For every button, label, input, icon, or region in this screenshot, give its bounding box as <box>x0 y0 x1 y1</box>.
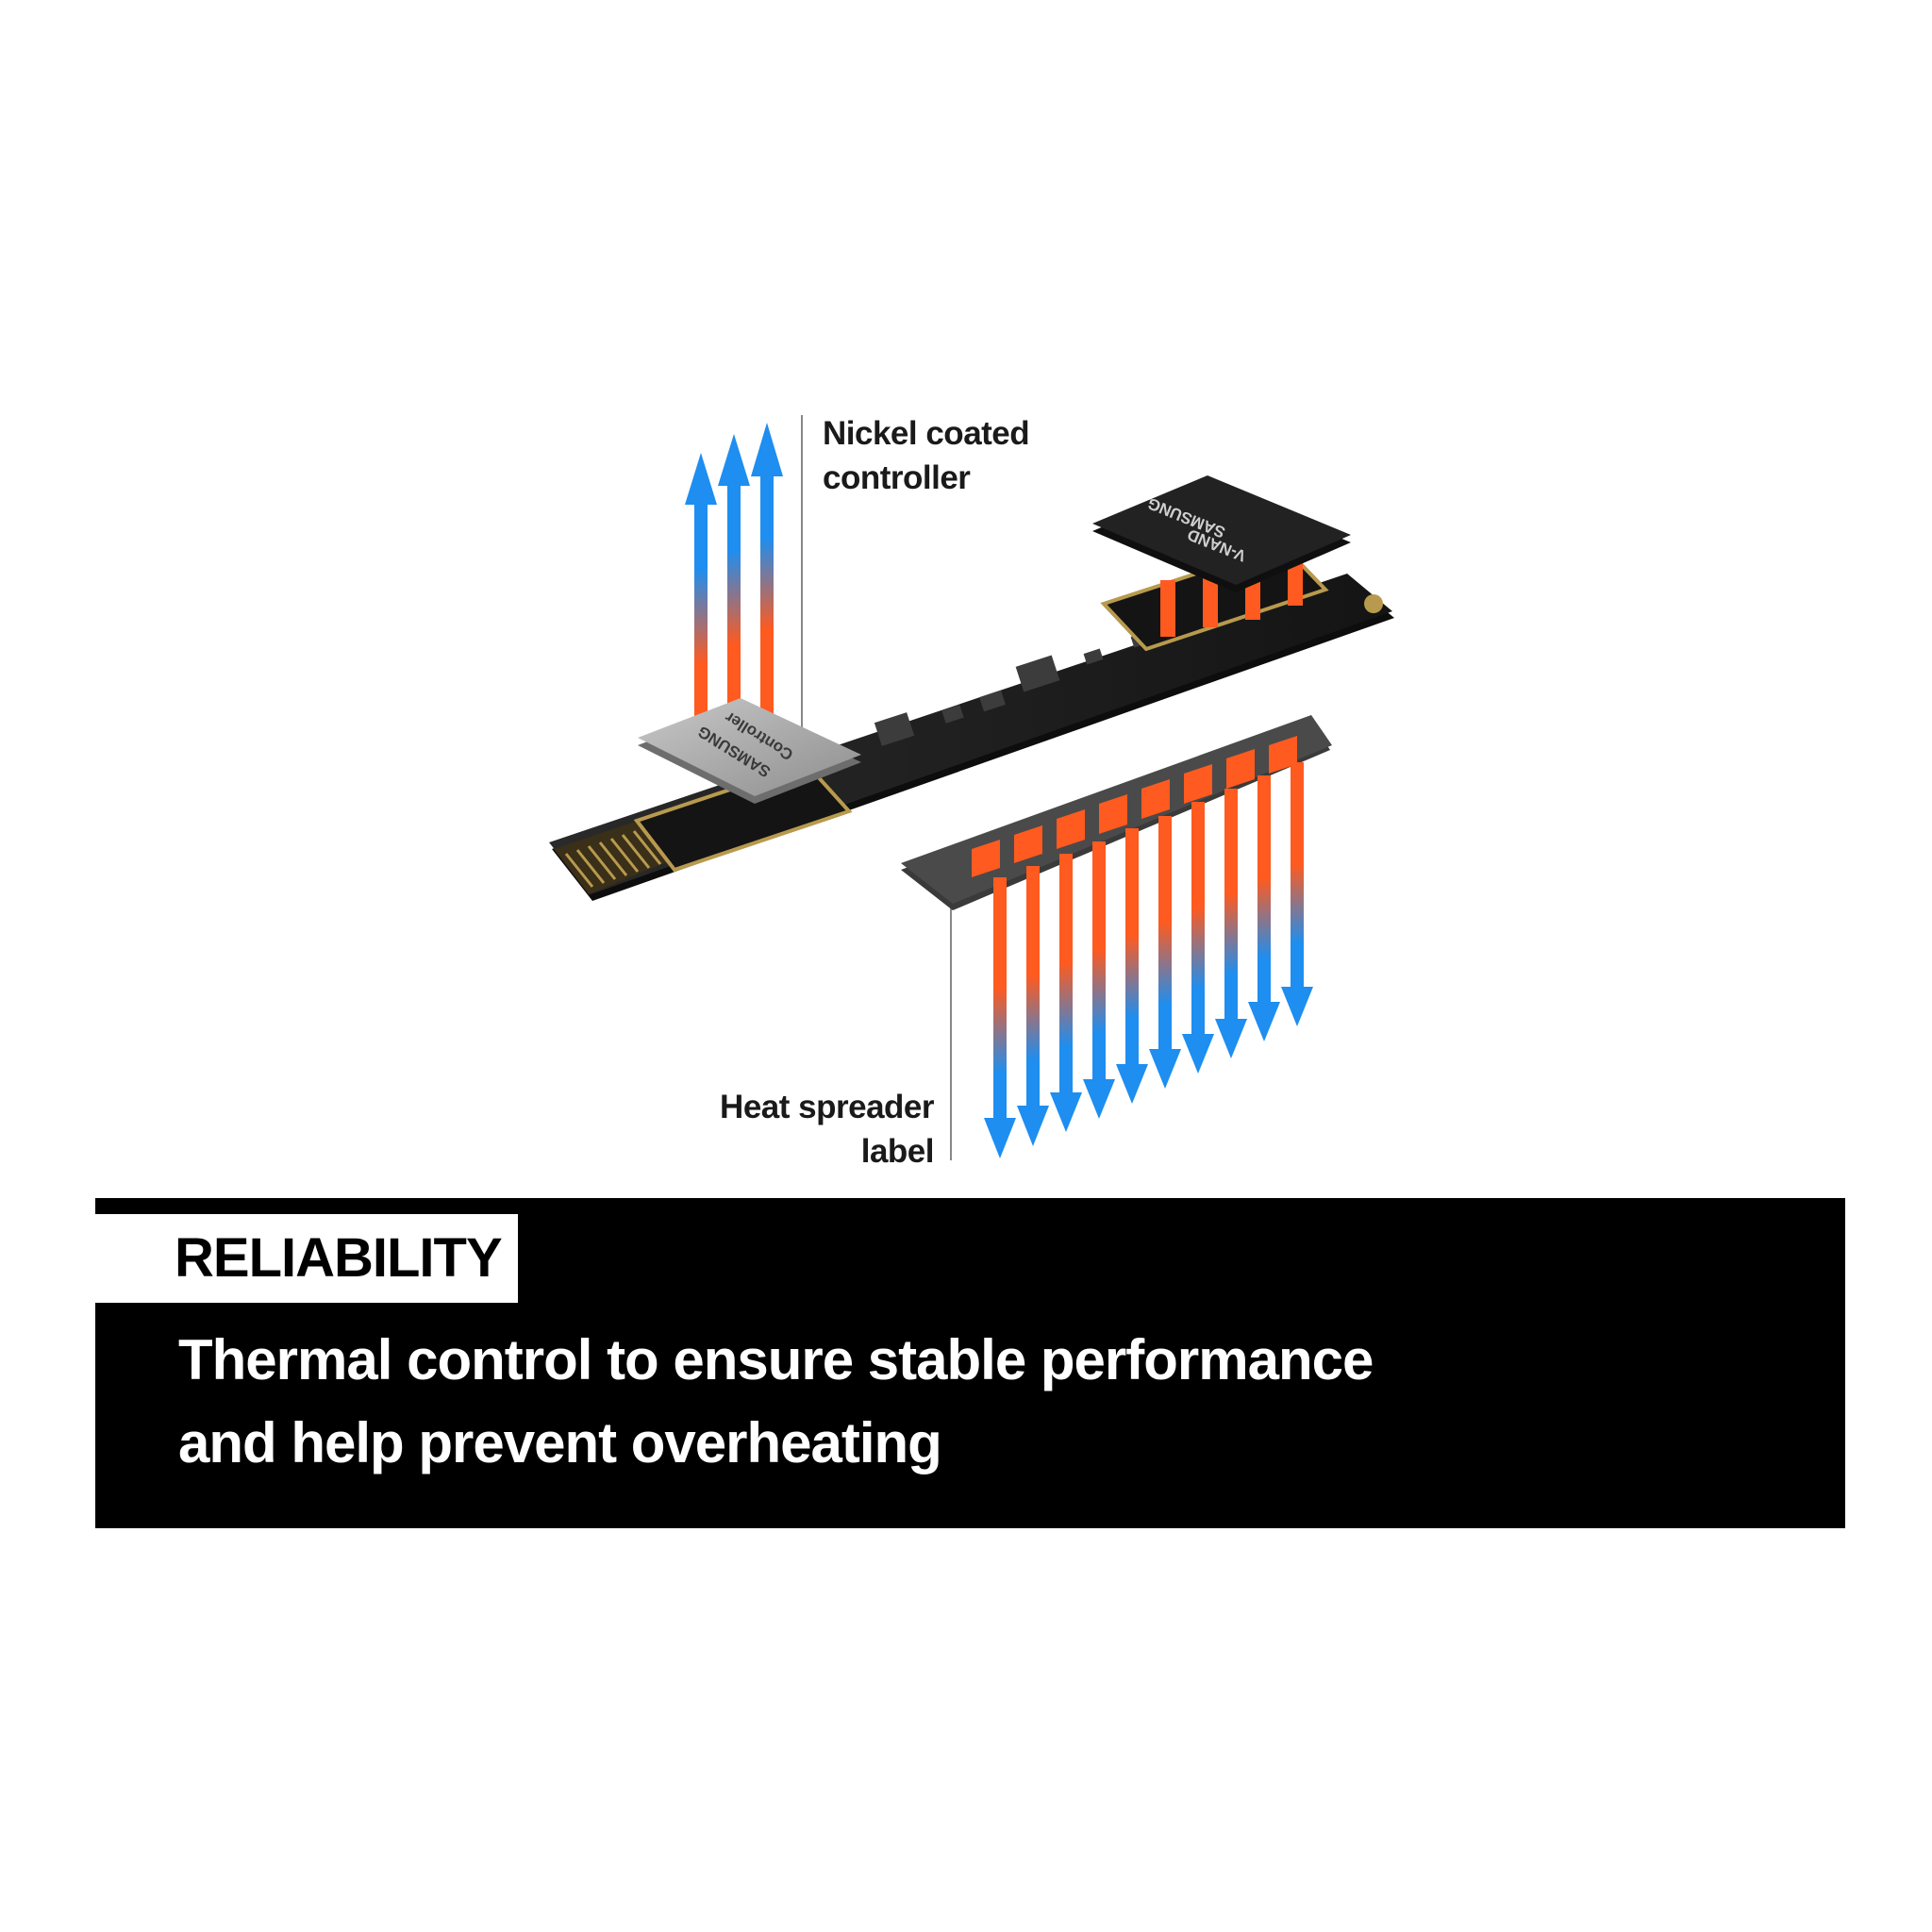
heat-arrow-down <box>1017 866 1049 1146</box>
heat-arrow-down <box>1083 841 1115 1119</box>
heat-arrow-down <box>1182 802 1214 1074</box>
upward-heat-arrows <box>685 423 783 774</box>
callout-line-2: controller <box>823 459 971 496</box>
callout-line-2: label <box>860 1133 935 1170</box>
reliability-tag: RELIABILITY <box>95 1214 518 1303</box>
heat-arrow-down <box>984 877 1016 1158</box>
controller-chip: SAMSUNG Controller <box>638 698 861 804</box>
mounting-notch <box>1364 594 1383 613</box>
ssd-board <box>549 542 1394 901</box>
headline-line-2: and help prevent overheating <box>178 1411 942 1474</box>
nand-chip: SAMSUNG V-NAND <box>1092 475 1351 592</box>
nickel-controller-callout: Nickel coated controller <box>823 411 1030 500</box>
heat-spreader-fins <box>972 736 1297 877</box>
headline-line-1: Thermal control to ensure stable perform… <box>178 1328 1374 1391</box>
heat-arrow-up <box>751 423 783 736</box>
heat-arrow-down <box>1281 762 1313 1026</box>
heat-arrow-down <box>1248 775 1280 1041</box>
downward-heat-arrows <box>984 762 1313 1158</box>
callout-line-1: Heat spreader <box>720 1089 934 1125</box>
ssd-thermal-illustration: SAMSUNG V-NAND SAMSUNG Controller <box>549 415 1394 1160</box>
callout-line-1: Nickel coated <box>823 415 1030 452</box>
heat-arrow-down <box>1215 789 1247 1058</box>
reliability-banner: RELIABILITY Thermal control to ensure st… <box>95 1198 1845 1528</box>
reliability-headline: Thermal control to ensure stable perform… <box>178 1319 1782 1485</box>
heat-arrow-up <box>718 434 750 755</box>
heat-arrow-down <box>1050 854 1082 1132</box>
heat-arrow-up <box>685 453 717 774</box>
heat-arrow-down <box>1149 816 1181 1089</box>
heat-spreader-callout: Heat spreader label <box>660 1085 934 1174</box>
heat-arrow-down <box>1116 828 1148 1104</box>
